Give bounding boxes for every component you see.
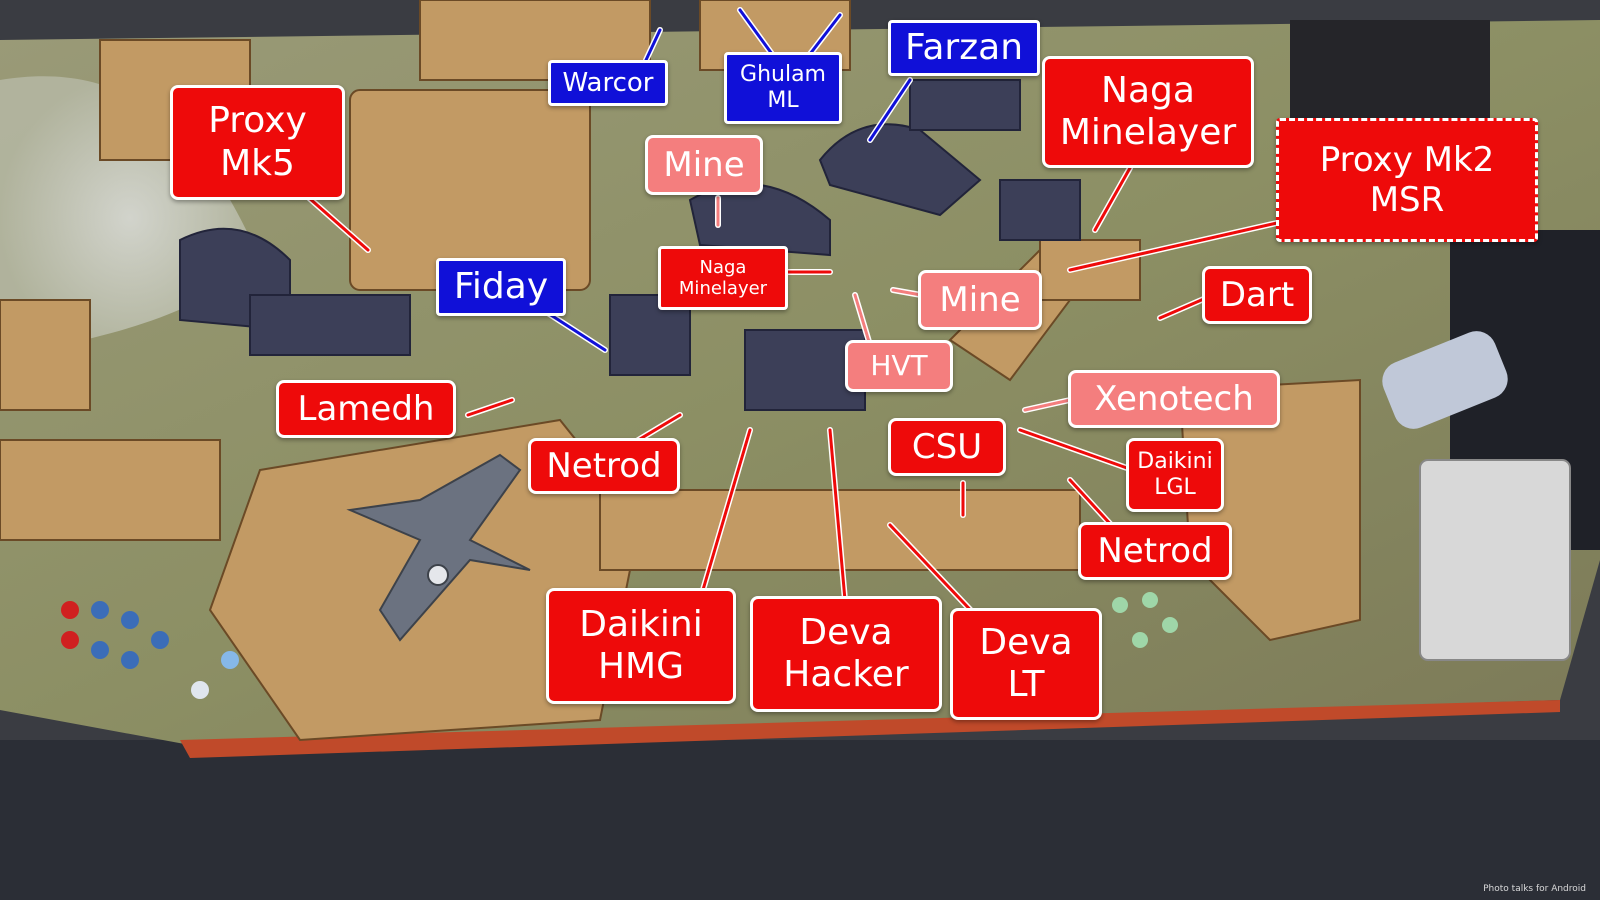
callout-naga-minelayer-small: Naga Minelayer <box>658 246 788 310</box>
callout-hvt: HVT <box>845 340 953 392</box>
callout-farzan: Farzan <box>888 20 1040 76</box>
aircraft-model <box>346 453 531 642</box>
token-group <box>61 592 1178 699</box>
callout-proxy-mk2-msr: Proxy Mk2 MSR <box>1276 118 1538 242</box>
photo-credit: Photo talks for Android <box>1483 884 1586 894</box>
callout-naga-minelayer-top: Naga Minelayer <box>1042 56 1254 168</box>
callout-deva-hacker: Deva Hacker <box>750 596 942 712</box>
callout-deva-lt: Deva LT <box>950 608 1102 720</box>
terrain-platform <box>1039 239 1141 301</box>
callout-netrod-right: Netrod <box>1078 522 1232 580</box>
floor-carpet <box>0 740 1600 900</box>
callout-xenotech: Xenotech <box>1068 370 1280 428</box>
dark-container <box>249 294 411 356</box>
callout-ghulam-ml: Ghulam ML <box>724 52 842 124</box>
callout-csu: CSU <box>888 418 1006 476</box>
storage-box <box>1419 459 1571 661</box>
callout-dart: Dart <box>1202 266 1312 324</box>
callout-mine-right: Mine <box>918 270 1042 330</box>
callout-proxy-mk5: Proxy Mk5 <box>170 85 345 200</box>
dark-container <box>909 79 1021 131</box>
callout-daikini-lgl: Daikini LGL <box>1126 438 1224 512</box>
callout-netrod-left: Netrod <box>528 438 680 494</box>
callout-mine-top: Mine <box>645 135 763 195</box>
dark-container <box>999 179 1081 241</box>
drink-can <box>1382 331 1508 429</box>
terrain-building <box>0 299 91 411</box>
callout-fiday: Fiday <box>436 258 566 316</box>
terrain-walkway <box>0 439 221 541</box>
table-edge <box>180 700 1560 758</box>
callout-daikini-hmg: Daikini HMG <box>546 588 736 704</box>
callout-lamedh: Lamedh <box>276 380 456 438</box>
callout-warcor: Warcor <box>548 60 668 106</box>
